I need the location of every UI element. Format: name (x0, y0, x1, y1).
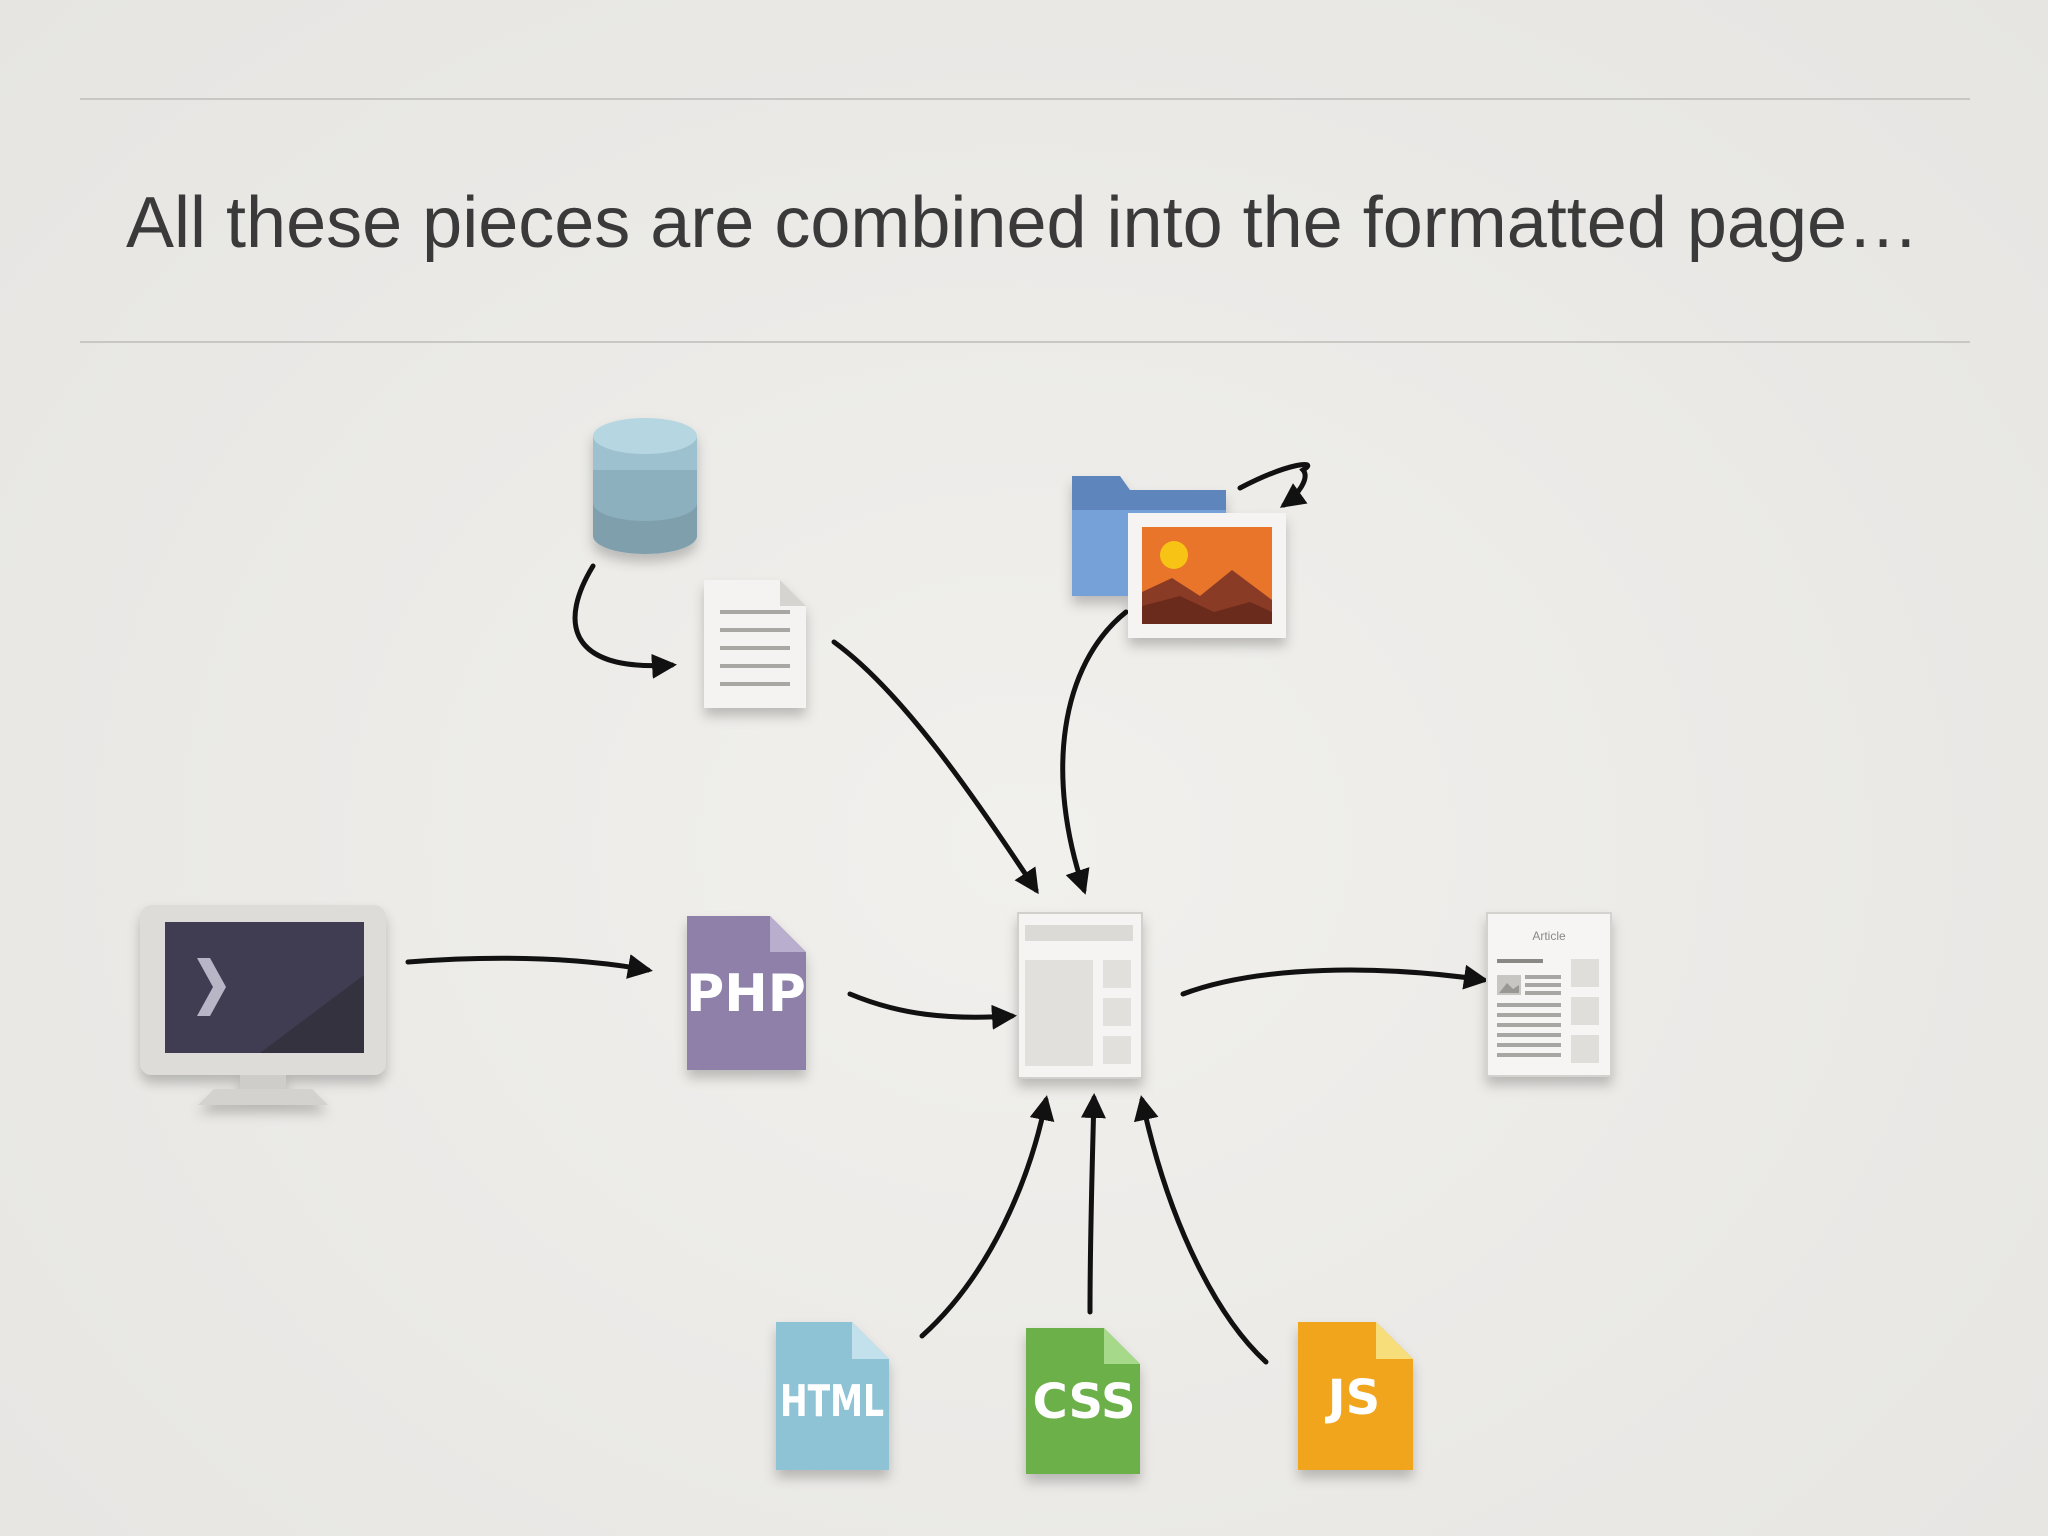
arrow-images-to-page (1060, 609, 1129, 895)
php-file-icon: PHP (686, 916, 806, 1070)
bottom-divider (80, 341, 1970, 343)
js-file-icon: JS (1298, 1322, 1413, 1470)
article-label: Article (1532, 929, 1566, 943)
css-file-icon: CSS (1026, 1328, 1140, 1474)
arrow-js-to-page (1133, 1095, 1269, 1365)
js-label: JS (1325, 1370, 1380, 1426)
arrow-page-to-article (1180, 964, 1489, 997)
page-layout-icon (1017, 912, 1143, 1079)
top-divider (80, 98, 1970, 100)
database-icon (593, 418, 697, 554)
css-label: CSS (1032, 1374, 1135, 1430)
arrows (405, 461, 1489, 1365)
article-page-icon: Article (1486, 912, 1612, 1077)
arrow-document-to-page (831, 639, 1039, 895)
arrow-css-to-page (1080, 1093, 1106, 1315)
slide-title: All these pieces are combined into the f… (126, 183, 1920, 263)
html-label: HTML (780, 1376, 884, 1427)
arrow-folder-loop (1237, 461, 1311, 508)
terminal-monitor-icon (140, 905, 386, 1105)
php-label: PHP (686, 964, 806, 1024)
text-document-icon (704, 580, 806, 708)
html-file-icon: HTML (776, 1322, 889, 1470)
image-folder-icon (1072, 476, 1286, 638)
arrow-html-to-page (919, 1095, 1055, 1339)
arrow-php-to-page (847, 991, 1017, 1030)
arrow-terminal-to-php (405, 954, 653, 979)
arrow-database-to-document (572, 563, 677, 679)
